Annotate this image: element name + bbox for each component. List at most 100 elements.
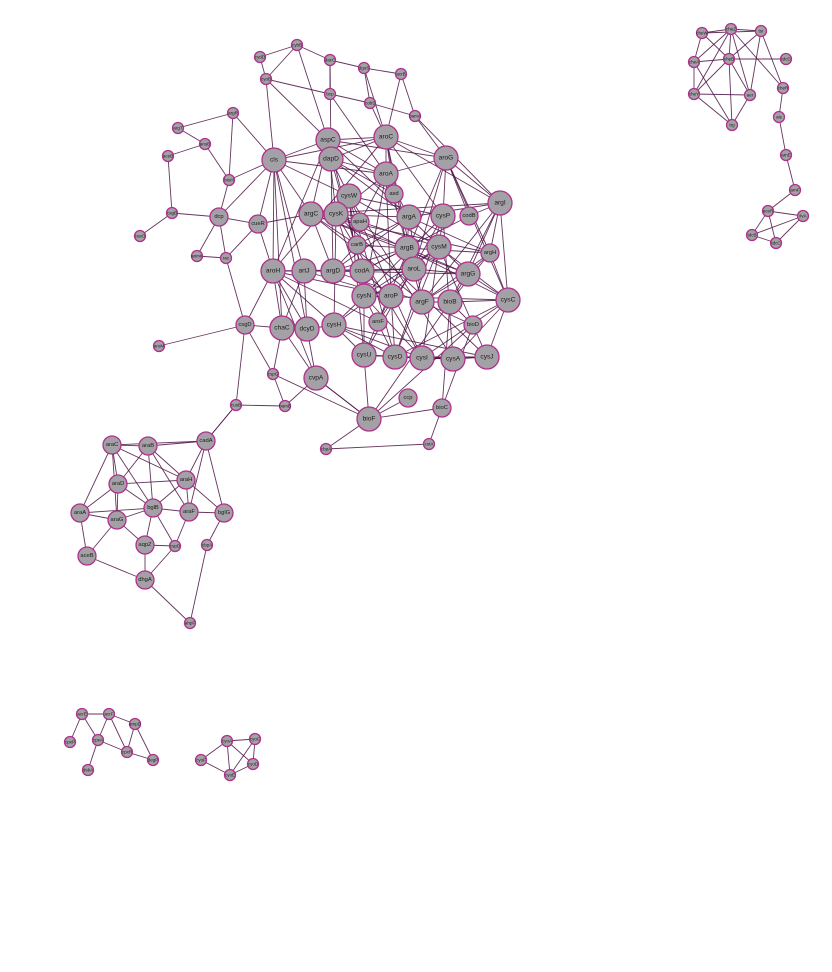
node-ahpF: ahpF [183,616,197,630]
node-label: cobS [365,101,375,106]
node-label: araC [106,442,119,448]
node-circle [474,344,500,370]
node-label: ilvA [799,214,806,219]
node-label: cydD [255,55,266,60]
node-bglB: bglB [143,498,163,518]
edge-cheB-aer [728,58,751,96]
node-circle [146,753,160,767]
node-circle [198,137,212,151]
node-label: cheB [724,57,734,62]
node-circle [776,81,790,95]
edge-cusB-bamB [235,404,286,407]
node-label: degP [148,758,159,763]
node-circle [463,315,483,335]
node-circle [430,203,456,229]
node-dacC: dacC [323,53,337,67]
node-label: argH [484,250,497,256]
node-circle [190,249,204,263]
node-label: cvpA [309,375,324,382]
node-label: codA [354,268,370,275]
node-label: cueO [135,234,146,239]
node-label: argF [415,299,429,306]
node-degP: degP [146,753,160,767]
node-label: tdcC [771,241,781,246]
edge-ansB-bioH [204,143,230,181]
node-tdcB: tdcB [745,228,759,242]
node-label: cysI [416,355,428,362]
edge-argR-bioH [228,112,234,181]
node-circle [378,283,404,309]
node-circle [761,204,775,218]
node-label: bcp [326,92,334,97]
node-aroL: aroL [401,256,427,282]
node-circle [253,50,267,64]
node-label: bglG [218,510,231,516]
node-label: cysJ [480,354,493,361]
node-cueO: cueO [133,229,147,243]
node-carB: carB [347,235,367,255]
edge-cls-dcp [218,159,275,218]
node-label: trg [729,123,735,128]
node-chaC: chaC [269,315,295,341]
node-label: bioC [436,405,448,411]
node-label: argA [402,214,417,221]
node-araB: araB [138,436,158,456]
node-circle [487,190,513,216]
node-circle [219,251,233,265]
edge-cheW-cheB [701,32,730,60]
node-circle [495,287,521,313]
edge-araB-araF [147,445,190,513]
node-label: araH [180,477,193,483]
node-label: aroF [372,319,384,325]
node-label: asd [389,191,398,197]
node-label: tsr [759,29,765,34]
node-circle [222,173,236,187]
node-cueR: cueR [248,214,268,234]
node-label: tdcD [781,57,791,62]
node-circle [235,315,255,335]
edge-dhgA-ahpF [144,579,191,624]
node-circle [200,538,214,552]
node-circle [183,616,197,630]
node-cheW: cheW [695,26,708,40]
node-cspD: cspD [168,539,182,553]
node-label: cusB [231,403,241,408]
node-circle [396,204,422,230]
node-cpxR: cpxR [120,745,134,759]
node-circle [398,388,418,408]
edge-argA-argD [332,216,410,272]
node-label: chaC [274,325,290,332]
node-circle [459,206,479,226]
node-bioC: bioC [432,398,452,418]
node-circle [437,289,463,315]
node-circle [318,146,344,172]
node-circle [81,763,95,777]
edge-acrB-bamA [400,73,416,117]
node-label: rac [223,256,230,261]
node-label: cyoD [248,762,259,767]
node-cysJ: cysJ [474,344,500,370]
node-cobS: cobS [363,96,377,110]
edge-ansB-aceB [167,143,206,157]
node-label: acrF [105,712,114,717]
node-circle [357,61,371,75]
node-cpxP: cpxP [63,735,77,749]
node-circle [433,145,459,171]
edge-cheZ-cheY [693,28,732,95]
node-label: cstA [425,442,434,447]
edge-bioB-bioF [368,301,451,420]
edge-argB-argD [332,247,408,272]
node-bcp: bcp [323,87,337,101]
node-circle [102,435,122,455]
edge-argI-argG [467,202,501,275]
edge-bcp-cobS [329,93,371,104]
node-label: dcp [214,214,223,220]
node-label: aceB [80,553,93,559]
node-circle [220,734,234,748]
node-circle [368,312,388,332]
node-label: araD [112,481,125,487]
node-label: acrE [77,712,86,717]
edge-bcp-aroA [329,93,387,175]
node-label: argT [173,126,183,131]
edge-csgB-cueO [139,212,173,237]
